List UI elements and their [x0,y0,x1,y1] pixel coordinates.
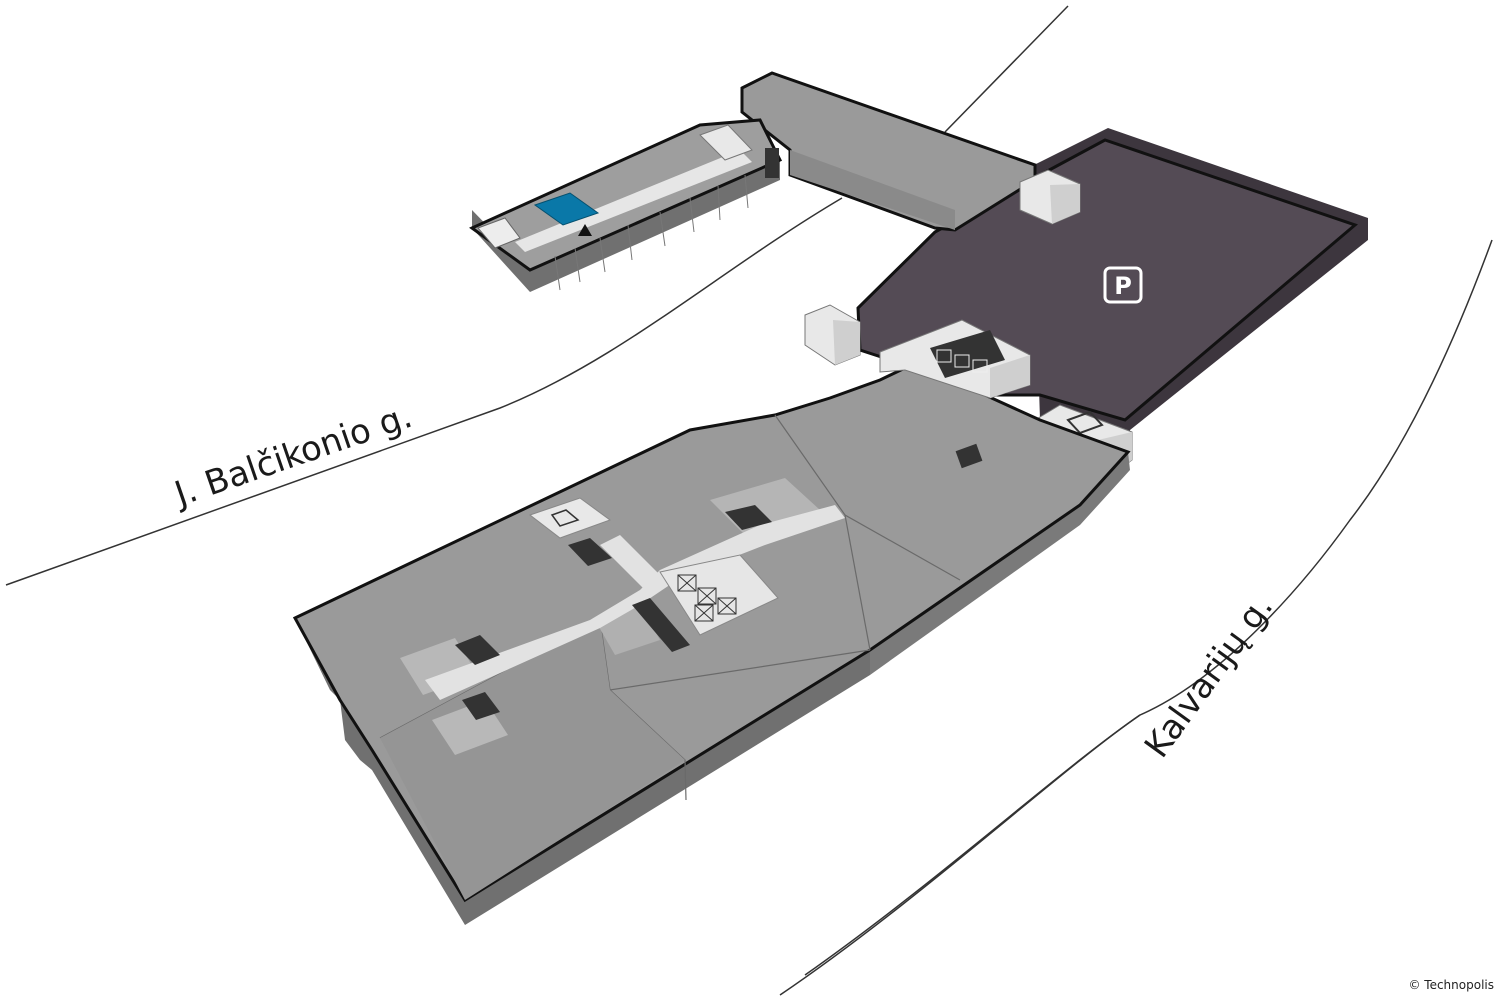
core-dark-2 [725,505,772,530]
zone-west [380,620,685,900]
core-dark-1 [955,443,983,469]
central-elevator-block [879,319,1031,399]
core-dark-6 [632,598,690,652]
balcikonio-street-edge-upper [944,5,1069,133]
kalvariju-street-edge-outer [804,239,1493,976]
street-label-kalvariju: Kalvarijų g. [1137,588,1281,766]
balcikonio-street-edge-lower [5,197,843,586]
highlighted-room [533,192,600,226]
north-wing-west-stair [477,217,521,249]
svg-text:P: P [1114,272,1132,300]
core-dark-3 [568,538,612,566]
parking-icon: P [1103,266,1143,304]
location-arrow-icon [578,224,592,236]
core-dark-5 [462,692,500,720]
stair-tower-north [1019,169,1081,225]
stair-west [550,509,580,527]
street-label-balcikonio: J. Balčikonio g. [168,396,417,515]
main-building [292,366,1131,925]
north-bridge-side [790,150,955,230]
kalvariju-street-edge-inner [779,714,1141,996]
north-wing-corridor [515,150,752,252]
north-wing-core [765,148,779,178]
core-dark-4 [455,635,500,665]
corridor-branch-north [600,535,665,590]
stair-tower-west [804,304,861,366]
north-wing-east-stair [699,124,753,161]
elevator-icon-group [677,574,737,622]
north-wing [469,71,1037,292]
main-building-floor [292,366,1131,903]
main-building-wall-east [870,452,1130,675]
copyright-credit: © Technopolis [1408,978,1494,992]
corridor-branch-west [528,497,612,539]
main-corridor [425,505,845,700]
